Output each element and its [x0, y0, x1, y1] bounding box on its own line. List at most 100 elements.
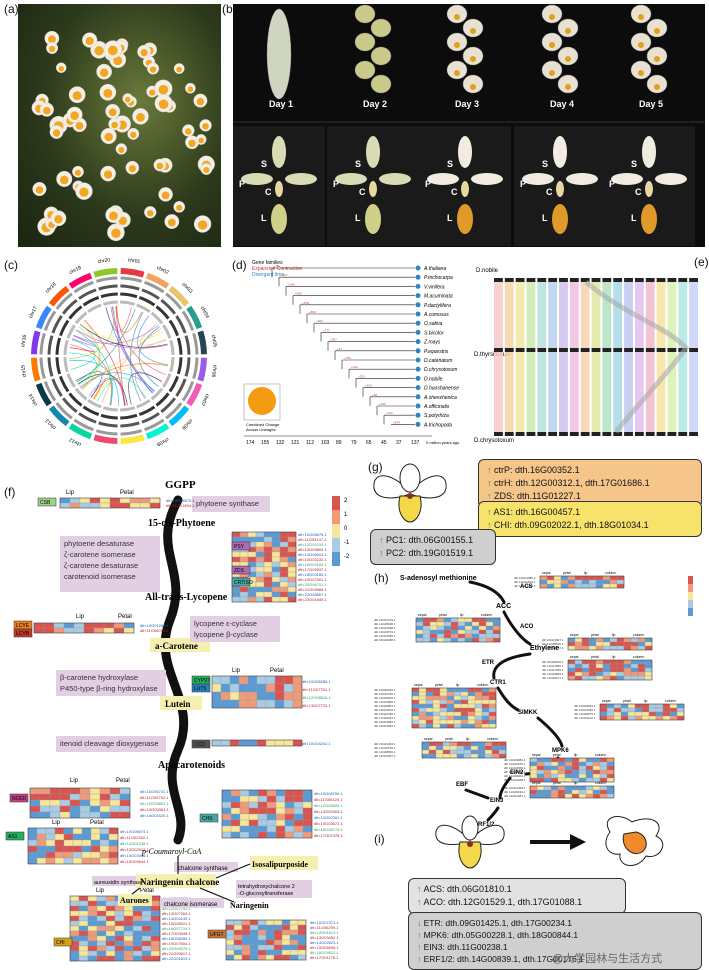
hm-chi-cell [151, 931, 160, 936]
hm-chs-cell [240, 820, 249, 826]
hm-chs-cell [267, 820, 276, 826]
hm-chi-cell [106, 946, 115, 951]
hm-nced-cell [50, 812, 60, 818]
h-legend-block [688, 584, 693, 592]
hm-simkk-cell [482, 704, 489, 708]
hm-erf-cell [537, 790, 544, 794]
hm-simkk-cell [433, 716, 440, 720]
hm-chi-cell [133, 926, 142, 931]
hm-ein3-cell [586, 758, 593, 762]
hm-simkk-cell [468, 720, 475, 724]
chrom-bottom [602, 432, 611, 436]
hm-ufgt-cell [290, 925, 298, 930]
hm-chs-cell [258, 826, 267, 832]
gene-row-acs: ↑ ACS: dth.06G01810.1 [417, 883, 617, 896]
hm-chs-cell [267, 826, 276, 832]
hm-mpk6-cell [607, 716, 614, 720]
hm-as1-cell [91, 852, 100, 858]
chromosome-band [197, 330, 207, 354]
hm-ccd-cell [239, 740, 248, 746]
hm-cyclase-cell [114, 628, 124, 633]
hm-mpk6-cell [628, 712, 635, 716]
synteny-block-upper [494, 282, 503, 348]
chrom-bottom [592, 432, 601, 436]
chrom-bottom [537, 432, 546, 436]
hm-desat-cell [256, 587, 264, 592]
hm-chi-cell [124, 951, 133, 956]
hm-nced-cell [100, 788, 110, 794]
hm-erf-cell [579, 786, 586, 790]
chrom-mid [592, 348, 601, 352]
hm-acs-cell [547, 576, 554, 580]
track-segment [68, 325, 75, 338]
orchid-flower-diagram-g [370, 460, 450, 530]
hm-chi-cell [151, 946, 160, 951]
hm-ein3-cell [607, 762, 614, 766]
hm-erf-colhead: sepal [532, 781, 541, 785]
hm-acs-cell [603, 576, 610, 580]
time-tick: 65 [366, 440, 372, 446]
hm-ein2-cell [485, 746, 492, 750]
hm-chi-cell [142, 906, 151, 911]
chrom-bottom [678, 432, 687, 436]
chromosome-label: chr13 [44, 417, 57, 430]
species-pie [416, 348, 421, 353]
lip-color [654, 84, 660, 90]
hm-cyclase-cell [124, 628, 134, 633]
hm-ufgt-cell [250, 955, 258, 960]
hm-chs-cell [267, 808, 276, 814]
hm-desat-cell [280, 532, 288, 537]
hm-acs-cell [540, 576, 547, 580]
track-segment [121, 431, 142, 434]
flower-lip [147, 210, 154, 217]
track-segment [178, 338, 181, 355]
hm-simkk-cell [468, 700, 475, 704]
hm-hydroxylase-cell [212, 676, 221, 684]
hm-etr-cell [582, 638, 589, 642]
hm-mpk6-cell [649, 708, 656, 712]
hm-chi-cell [133, 906, 142, 911]
hm-ufgt-cell [290, 930, 298, 935]
hm-erf-cell [544, 794, 551, 798]
hm-aco-cell [458, 638, 465, 642]
hm-aco-cell [479, 622, 486, 626]
hm-simkk-cell [489, 688, 496, 692]
hm-aco-cell [416, 634, 423, 638]
hm-simkk-cell [433, 724, 440, 728]
pie-label-2: Across Lineages [246, 427, 276, 432]
hm-simkk-cell [454, 720, 461, 724]
hm-chi-cell [88, 941, 97, 946]
hm-ctr1-colhead: sepal [570, 655, 579, 659]
hm-chi-cell [79, 956, 88, 961]
hm-desat-cell [240, 532, 248, 537]
flower-lip [75, 170, 81, 176]
hm-aco-cell [430, 618, 437, 622]
synteny-block-upper [646, 282, 655, 348]
hm-chi-cell [151, 941, 160, 946]
hm-simkk-cell [433, 696, 440, 700]
hm-chs-cell [231, 826, 240, 832]
hm-ctr1-cell [589, 668, 596, 672]
hm-ein2-colhead: petal [445, 737, 453, 741]
hm-chi-cell [97, 926, 106, 931]
hm-ufgt-cell [282, 945, 290, 950]
hm-ctr1-cell [582, 660, 589, 664]
hm-ein3-cell [551, 762, 558, 766]
petal-right [471, 173, 503, 185]
hm-acs-cell [610, 576, 617, 580]
hm-chi-cell [133, 956, 142, 961]
hm-as1-cell [28, 828, 37, 834]
track-segment [65, 357, 67, 372]
hm-ein2-cell [499, 742, 506, 746]
hm-hydroxylase-cell [275, 684, 284, 692]
hm-desat-cell [272, 562, 280, 567]
hm-acs-cell [596, 576, 603, 580]
hm-desat-cell [272, 532, 280, 537]
hm-chi-cell [88, 936, 97, 941]
hm-ein3-cell [565, 766, 572, 770]
hm-nced-cell [90, 800, 100, 806]
tag-ccd-text: CCD [194, 742, 205, 748]
hm-acs-colhead: petal [563, 571, 571, 575]
hm-ctr1-cell [603, 676, 610, 680]
hm-aco-cell [444, 638, 451, 642]
